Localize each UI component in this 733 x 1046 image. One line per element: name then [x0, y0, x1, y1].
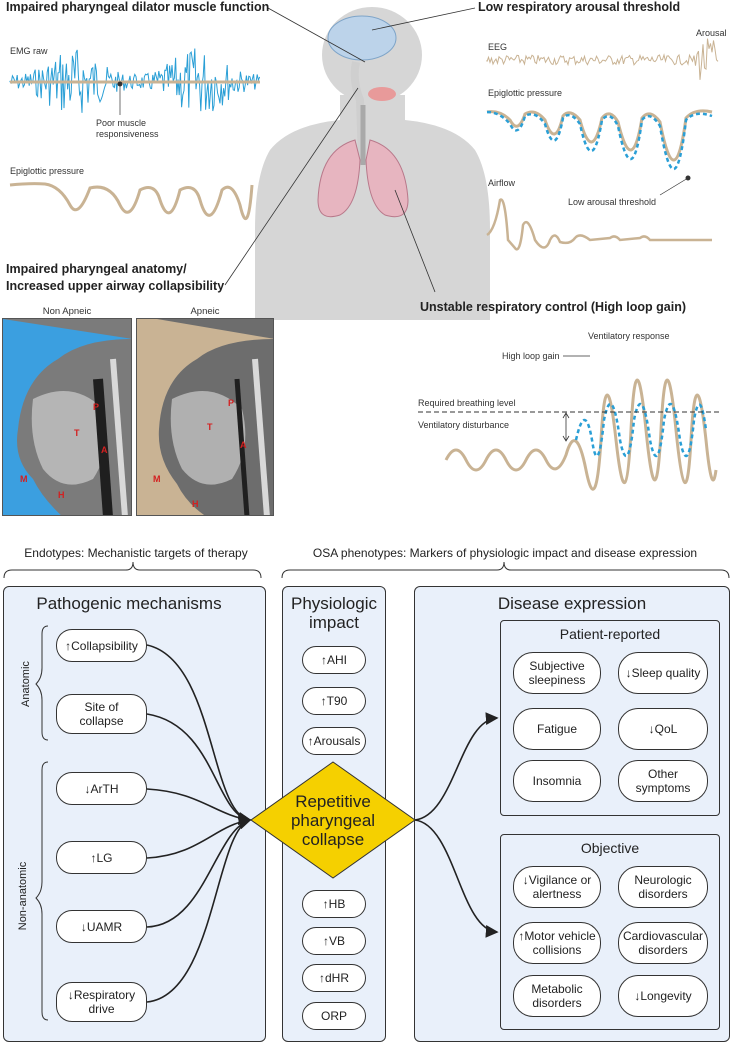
physiologic-title-1: Physiologic: [291, 594, 377, 613]
other-symptoms-pill: Other symptoms: [618, 760, 708, 802]
patient-reported-title: Patient-reported: [559, 626, 661, 642]
fatigue-pill: Fatigue: [513, 708, 601, 750]
top-illustration: [9, 7, 722, 491]
lg-pill: ↑LG: [56, 841, 147, 874]
right-lung: [365, 139, 409, 218]
dhr-pill: ↑dHR: [302, 964, 366, 992]
tongue: [368, 87, 396, 101]
qol-pill: ↓QoL: [618, 708, 708, 750]
respiratory-drive-pill: ↓Respiratory drive: [56, 982, 147, 1022]
poor-muscle-label-2: responsiveness: [96, 129, 159, 139]
arousals-pill: ↑Arousals: [302, 727, 366, 755]
center-line1: Repetitive: [295, 792, 371, 811]
hb-pill: ↑HB: [302, 890, 366, 918]
mri1-h: H: [58, 490, 65, 500]
longevity-pill: ↓Longevity: [618, 975, 708, 1017]
emg-raw-label: EMG raw: [10, 46, 48, 56]
nonanatomic-label: Non-anatomic: [17, 861, 29, 931]
ventilatory-response-label: Ventilatory response: [588, 331, 670, 341]
mri2-p: P: [228, 398, 235, 408]
disease-title: Disease expression: [497, 594, 647, 613]
dilator-title: Impaired pharyngeal dilator muscle funct…: [6, 0, 270, 14]
insomnia-pill: Insomnia: [513, 760, 601, 802]
apneic-label: Apneic: [190, 306, 220, 317]
uamr-pill: ↓UAMR: [56, 910, 147, 943]
mri1-t: T: [74, 428, 80, 438]
airflow-trace: [486, 198, 712, 251]
anatomy-title-line2: Increased upper airway collapsibility: [6, 279, 225, 293]
brain: [327, 15, 397, 61]
poor-muscle-label-1: Poor muscle: [96, 118, 147, 128]
header-braces: [3, 561, 730, 579]
epiglottic-blue-trace: [486, 110, 713, 171]
ventilatory-disturbance-label: Ventilatory disturbance: [418, 420, 510, 430]
arth-pill: ↓ArTH: [56, 772, 147, 805]
non-apneic-label: Non Apneic: [42, 306, 92, 317]
pathogenic-title: Pathogenic mechanisms: [36, 594, 222, 613]
metabolic-pill: Metabolic disorders: [513, 975, 601, 1017]
emg-raw-trace: [9, 48, 261, 113]
collapsibility-pill: ↑Collapsibility: [56, 629, 147, 662]
center-line3: collapse: [301, 830, 365, 849]
epiglottic-left-label: Epiglottic pressure: [10, 166, 85, 176]
mri2-t: T: [207, 422, 213, 432]
arousal-label: Arousal: [696, 28, 727, 38]
eeg-label: EEG: [488, 42, 508, 52]
t90-pill: ↑T90: [302, 687, 366, 715]
orp-pill: ORP: [302, 1002, 366, 1030]
endotypes-header: Endotypes: Mechanistic targets of therap…: [24, 546, 248, 560]
mri2-h: H: [192, 499, 199, 509]
center-line2: pharyngeal: [290, 811, 376, 830]
epiglottic-pressure-left-trace: [9, 182, 254, 220]
mri1-p: P: [93, 402, 100, 412]
mri2-a: A: [240, 440, 247, 450]
airway: [350, 61, 366, 161]
low-arousal-threshold-label: Low arousal threshold: [568, 197, 657, 207]
required-breathing-label: Required breathing level: [418, 398, 516, 408]
site-of-collapse-pill: Site of collapse: [56, 694, 147, 734]
cardiovascular-pill: Cardiovascular disorders: [618, 922, 708, 964]
motor-vehicle-pill: ↑Motor vehicle collisions: [513, 922, 601, 964]
neurologic-pill: Neurologic disorders: [618, 866, 708, 908]
eeg-trace: [486, 38, 719, 80]
callout-lines: [224, 7, 476, 293]
loop-gain-blue-trace: [574, 402, 708, 458]
mri1-a: A: [101, 445, 108, 455]
anatomy-title-line1: Impaired pharyngeal anatomy/: [6, 262, 187, 276]
left-lung: [317, 139, 361, 218]
ahi-pill: ↑AHI: [302, 646, 366, 674]
subjective-sleepiness-pill: Subjective sleepiness: [513, 652, 601, 694]
anatomic-label: Anatomic: [20, 661, 32, 707]
arousal-title: Low respiratory arousal threshold: [478, 0, 681, 14]
objective-title: Objective: [580, 840, 640, 856]
sleep-quality-pill: ↓Sleep quality: [618, 652, 708, 694]
airflow-label: Airflow: [488, 178, 516, 188]
phenotypes-header: OSA phenotypes: Markers of physiologic i…: [312, 546, 698, 560]
high-loop-gain-label: High loop gain: [502, 351, 560, 361]
mri1-m: M: [20, 474, 28, 484]
physiologic-title-2: impact: [308, 613, 360, 632]
mri-non-apneic: [2, 318, 132, 516]
mri-apneic: [136, 318, 274, 516]
loop-gain-tan-trace: [444, 378, 718, 491]
side-brackets: [35, 625, 49, 1021]
epiglottic-right-label: Epiglottic pressure: [488, 88, 563, 98]
vb-pill: ↑VB: [302, 927, 366, 955]
loop-gain-title: Unstable respiratory control (High loop …: [420, 300, 686, 314]
epiglottic-tan-trace: [486, 109, 713, 162]
vigilance-pill: ↓Vigilance or alertness: [513, 866, 601, 908]
mri2-m: M: [153, 474, 161, 484]
